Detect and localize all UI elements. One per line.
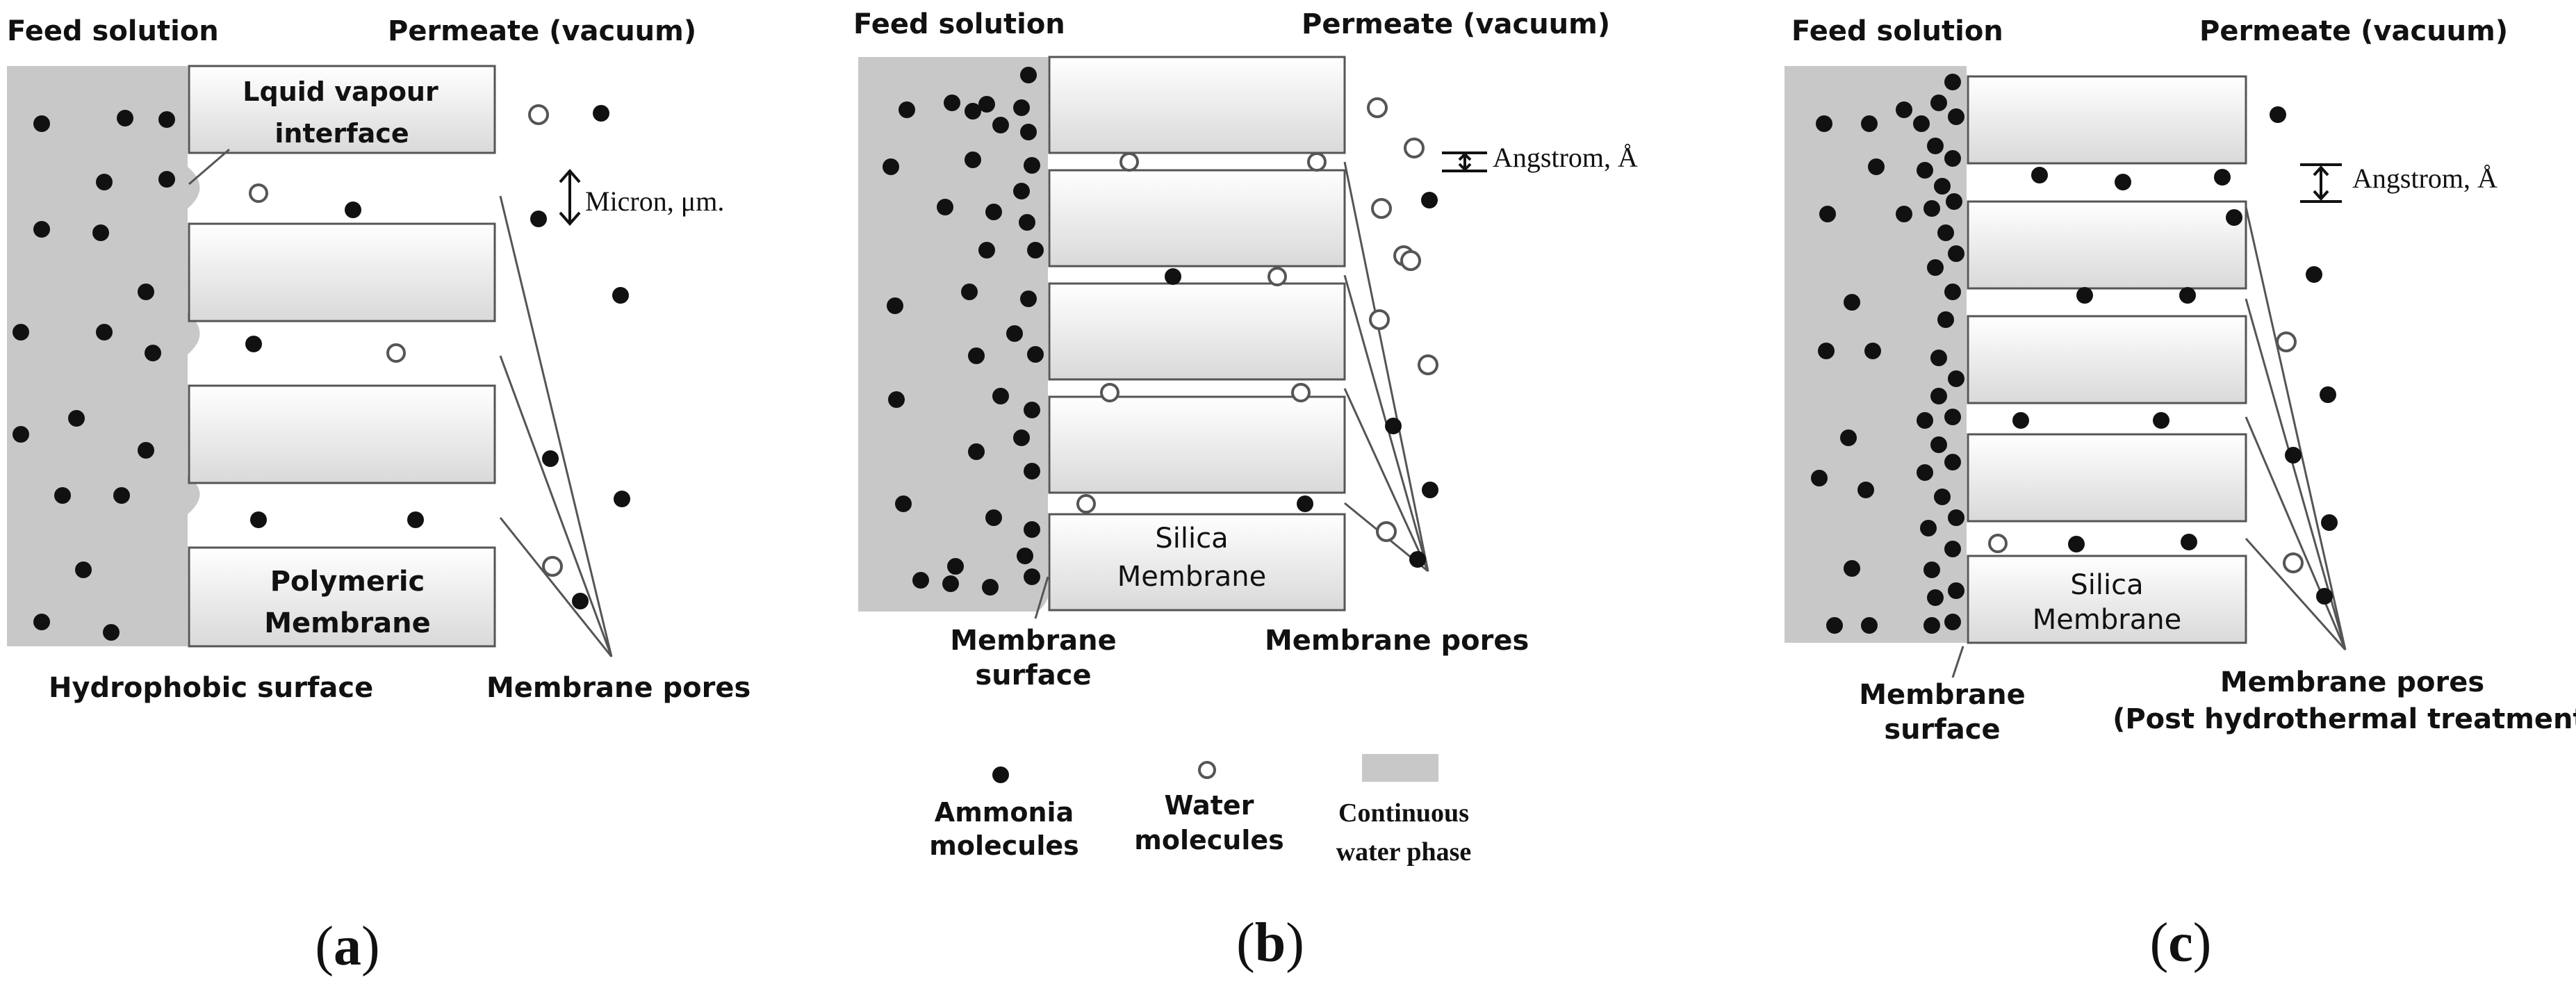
- membrane-block: [1048, 395, 1346, 494]
- membrane-block: [1967, 200, 2247, 290]
- scale-arrow: [559, 168, 581, 227]
- scale-arrow: [1442, 151, 1487, 172]
- feed-solution-label: Feed solution: [7, 15, 219, 47]
- panel-letter: (c): [2150, 912, 2212, 974]
- feed-water-phase: [858, 57, 1048, 612]
- membrane-block: [188, 384, 496, 484]
- silica-membrane-blocks: [1967, 75, 2247, 644]
- membrane-block: [1048, 513, 1346, 612]
- water-legend-label: Water: [1165, 790, 1254, 821]
- membrane-label: Polymeric: [270, 566, 425, 598]
- pores-label: Membrane pores: [486, 672, 750, 704]
- membrane-block: [1048, 169, 1346, 268]
- membrane-label: Membrane: [264, 607, 431, 639]
- panel-a: Feed solution Permeate (vacuum) Lquid va…: [7, 15, 750, 977]
- panel-c: Feed solution Permeate (vacuum) Angstrom…: [1785, 15, 2576, 974]
- feed-water-phase: [7, 66, 200, 646]
- panel-b: Feed solution Permeate (vacuum) Angstrom…: [853, 8, 1638, 974]
- water-molecules: [249, 104, 563, 577]
- surface-label: Membrane: [1859, 679, 2026, 711]
- interface-label: interface: [274, 118, 409, 149]
- permeate-label: Permeate (vacuum): [2199, 15, 2508, 47]
- legend: Ammonia molecules Water molecules Contin…: [929, 754, 1471, 867]
- pores-label: Membrane pores: [2220, 666, 2484, 698]
- feed-solution-label: Feed solution: [853, 8, 1065, 40]
- surface-label: Membrane: [950, 625, 1117, 657]
- water-phase-legend-label: water phase: [1336, 837, 1472, 867]
- interface-label: Lquid vapour: [243, 76, 438, 107]
- membrane-block: [188, 222, 496, 322]
- ammonia-legend-label: molecules: [929, 830, 1079, 861]
- pores-label: (Post hydrothermal treatment): [2113, 703, 2576, 735]
- membrane-block: [1967, 75, 2247, 165]
- polymeric-membrane-blocks: [188, 65, 496, 648]
- scale-arrow: [2300, 163, 2342, 203]
- membrane-block: [1048, 56, 1346, 154]
- surface-label: Hydrophobic surface: [49, 672, 373, 704]
- membrane-label: Silica: [1155, 523, 1228, 555]
- membrane-label: Membrane: [1117, 561, 1266, 593]
- water-phase-legend-swatch: [1362, 754, 1438, 782]
- water-molecules: [1076, 97, 1438, 542]
- ammonia-molecules: [13, 105, 630, 641]
- panel-letter: (b): [1236, 912, 1304, 974]
- surface-label: surface: [1884, 714, 2000, 746]
- membrane-label: Membrane: [2033, 604, 2181, 636]
- permeate-label: Permeate (vacuum): [1302, 8, 1610, 40]
- panel-letter: (a): [315, 916, 379, 977]
- pore-pointer-lines: [1951, 206, 2347, 678]
- permeate-label: Permeate (vacuum): [388, 15, 696, 47]
- membrane-block: [1967, 433, 2247, 523]
- membrane-block: [1048, 282, 1346, 381]
- membrane-block: [1967, 555, 2247, 644]
- ammonia-legend-label: Ammonia: [935, 797, 1074, 828]
- feed-solution-label: Feed solution: [1791, 15, 2003, 47]
- ammonia-molecules: [1811, 74, 2338, 634]
- surface-label: surface: [975, 659, 1091, 691]
- pore-pointer-lines: [188, 148, 613, 657]
- scale-label: Micron, μm.: [585, 186, 724, 217]
- membrane-label: Silica: [2070, 569, 2143, 601]
- ammonia-legend-swatch: [992, 766, 1009, 783]
- membrane-block: [188, 65, 496, 154]
- water-molecules: [1988, 331, 2304, 573]
- water-phase-legend-label: Continuous: [1338, 798, 1469, 828]
- scale-label: Angstrom, Å: [2352, 163, 2497, 194]
- water-legend-label: molecules: [1134, 825, 1284, 855]
- ammonia-molecules: [883, 67, 1438, 596]
- membrane-block: [188, 546, 496, 648]
- membrane-block: [1967, 315, 2247, 404]
- water-legend-swatch: [1198, 761, 1216, 779]
- scale-label: Angstrom, Å: [1493, 142, 1638, 173]
- pores-label: Membrane pores: [1265, 625, 1529, 657]
- silica-membrane-blocks: [1048, 56, 1346, 612]
